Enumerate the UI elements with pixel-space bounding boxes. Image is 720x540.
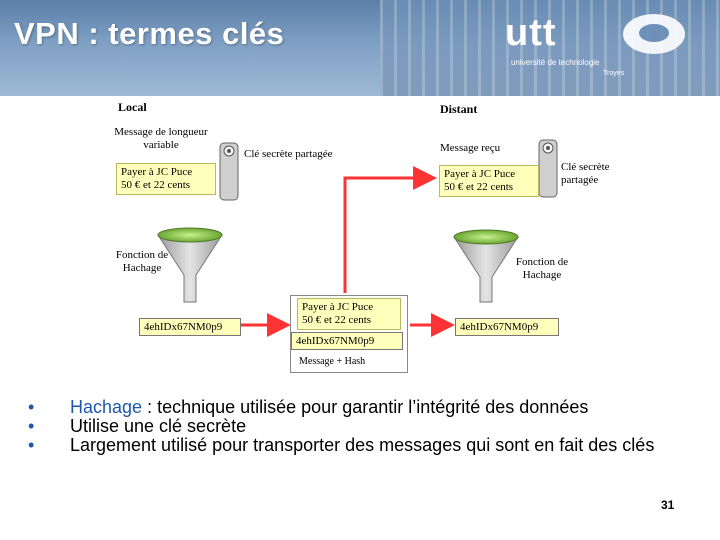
bullet-text: Utilise une clé secrète [70, 416, 247, 436]
secret-key-right-label: Clé secrète partagée [561, 161, 610, 186]
received-message-line2: 50 € et 22 cents [444, 181, 514, 193]
page-number: 31 [661, 498, 675, 512]
message-variable-label: Message de longueur variable [114, 126, 208, 151]
secret-key-left-icon [219, 142, 239, 201]
local-hash-value: 4ehIDx67NM0p9 [139, 318, 241, 336]
secret-key-right-icon [538, 139, 558, 198]
bullet-item: • Largement utilisé pour transporter des … [28, 436, 678, 455]
hash-funnel-left-icon [157, 227, 223, 303]
bullet-dot-icon: • [28, 435, 35, 455]
stack-message-box: Payer à JC Puce 50 € et 22 cents [297, 298, 401, 330]
local-message-line2: 50 € et 22 cents [121, 179, 191, 191]
secret-key-left-label: Clé secrète partagée [244, 148, 333, 160]
hash-diagram [157, 139, 558, 337]
hash-function-left-label: Fonction de Hachage [115, 249, 169, 274]
hash-function-right-label: Fonction de Hachage [515, 256, 569, 281]
bullet-text: : technique utilisée pour garantir l’int… [142, 397, 589, 417]
bullet-dot-icon: • [28, 416, 35, 436]
stack-message-line1: Payer à JC Puce [302, 301, 374, 313]
bullet-text: Largement utilisé pour transporter des m… [70, 435, 655, 455]
computed-hash-value: 4ehIDx67NM0p9 [455, 318, 559, 336]
logo-subtitle: université de technologie [511, 58, 600, 67]
logo-emblem-icon [623, 14, 685, 54]
bullet-keyword: Hachage [70, 397, 143, 417]
message-hash-caption: Message + Hash [299, 356, 366, 367]
hash-funnel-right-icon [453, 229, 519, 303]
arrow-to-received-message [343, 166, 437, 293]
local-message-box: Payer à JC Puce 50 € et 22 cents [116, 163, 216, 195]
local-message-line1: Payer à JC Puce [121, 166, 193, 178]
header-band: VPN : termes clés utt université de tech… [0, 0, 720, 96]
utt-logo: utt université de technologie Troyes [505, 10, 705, 88]
received-message-line1: Payer à JC Puce [444, 168, 516, 180]
message-plus-hash-stack: Payer à JC Puce 50 € et 22 cents 4ehIDx6… [290, 295, 408, 373]
bullet-item: • Utilise une clé secrète [28, 417, 678, 436]
stack-message-line2: 50 € et 22 cents [302, 314, 372, 326]
distant-label: Distant [440, 102, 478, 116]
received-message-box: Payer à JC Puce 50 € et 22 cents [439, 165, 539, 197]
logo-city: Troyes [603, 70, 625, 77]
bullet-list: • Hachage : technique utilisée pour garan… [28, 398, 678, 455]
stack-hash-value: 4ehIDx67NM0p9 [291, 332, 403, 350]
slide-title: VPN : termes clés [14, 16, 285, 51]
message-received-label: Message reçu [440, 142, 501, 154]
bullet-dot-icon: • [28, 397, 35, 417]
local-label: Local [118, 100, 147, 114]
logo-name: utt [505, 12, 557, 54]
bullet-item: • Hachage : technique utilisée pour garan… [28, 398, 678, 417]
